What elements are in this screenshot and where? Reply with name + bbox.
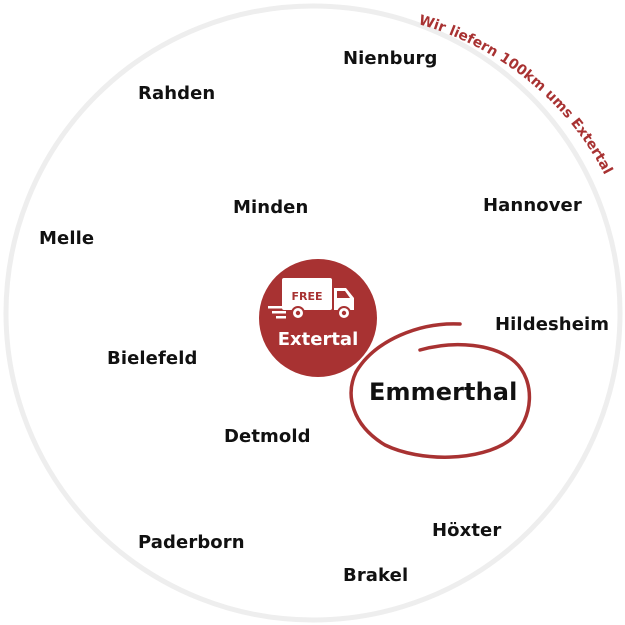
delivery-truck-icon: FREE: [268, 278, 354, 320]
city-label-melle: Melle: [39, 228, 95, 249]
city-label-brakel: Brakel: [343, 565, 409, 586]
arc-caption: Wir liefern 100km ums Extertal: [417, 12, 616, 177]
delivery-radius-ring: [3, 3, 623, 623]
truck-free-label: FREE: [291, 290, 322, 303]
city-label-hildesheim: Hildesheim: [495, 314, 610, 335]
center-badge-label: Extertal: [278, 329, 359, 350]
city-label-paderborn: Paderborn: [138, 532, 245, 553]
city-label-rahden: Rahden: [138, 83, 216, 104]
highlight-circle: [349, 322, 532, 459]
city-label-detmold: Detmold: [224, 426, 311, 447]
city-label-minden: Minden: [233, 197, 309, 218]
center-badge: FREE Extertal: [259, 259, 377, 377]
city-label-nienburg: Nienburg: [343, 48, 438, 69]
city-label-hannover: Hannover: [483, 195, 582, 216]
arc-caption-text: Wir liefern 100km ums Extertal: [417, 12, 616, 177]
highlighted-city-label: Emmerthal: [369, 378, 518, 406]
city-label-hoexter: Höxter: [432, 520, 502, 541]
city-label-bielefeld: Bielefeld: [107, 348, 198, 369]
